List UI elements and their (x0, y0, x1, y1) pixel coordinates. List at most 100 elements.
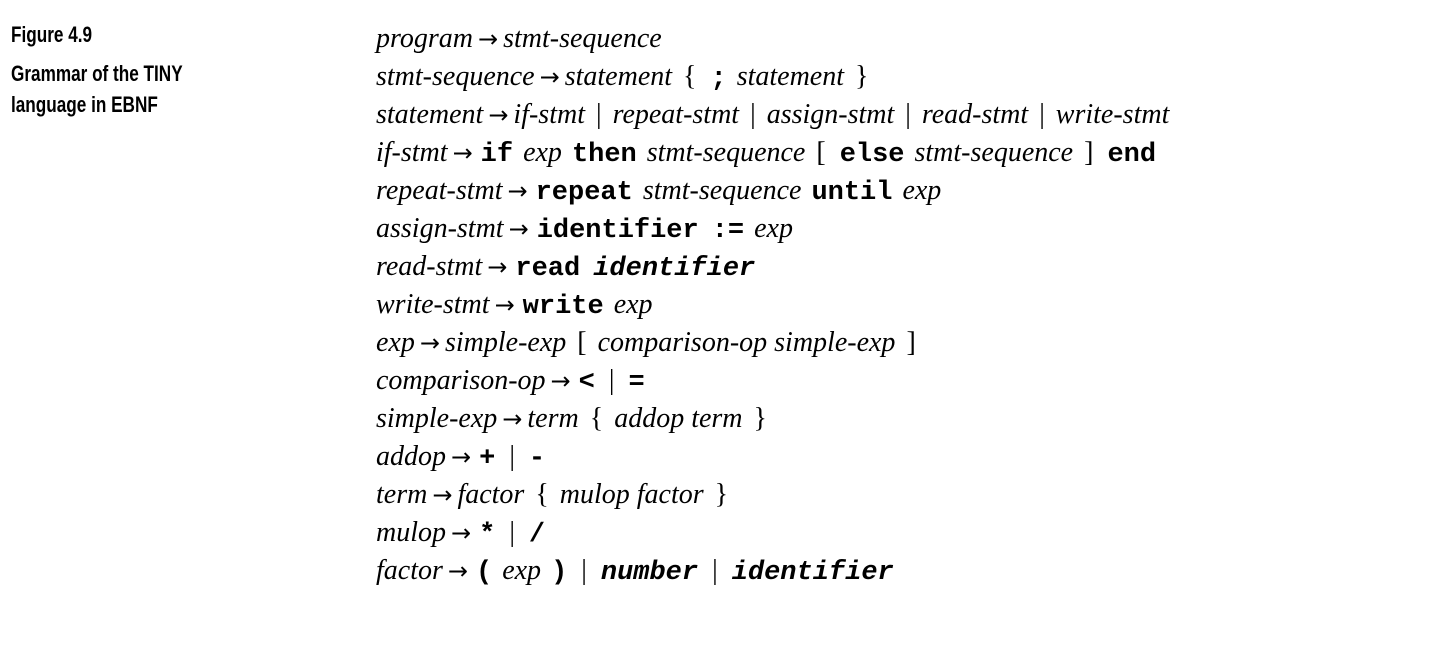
rule-lhs: comparison-op (376, 365, 546, 396)
nonterminal: addop (614, 403, 685, 434)
arrow-symbol: → (508, 215, 529, 243)
ebnf-meta-symbol: ] (1084, 137, 1094, 168)
terminal-token: until (811, 178, 893, 208)
nonterminal: simple-exp (444, 327, 567, 358)
ebnf-meta-symbol: } (753, 403, 767, 434)
nonterminal: mulop (559, 479, 630, 510)
terminal-token: end (1107, 140, 1157, 170)
ebnf-meta-symbol: [ (577, 327, 587, 358)
alternation-bar: | (750, 99, 756, 130)
caption-line: Grammar of the TINY (11, 61, 183, 86)
arrow-symbol: → (419, 329, 440, 357)
terminal-token: * (479, 520, 496, 550)
rule-lhs: term (376, 479, 428, 510)
nonterminal: simple-exp (774, 327, 896, 358)
arrow-symbol: → (451, 443, 472, 471)
grammar-rule: comparison-op→< | = (376, 362, 1436, 400)
rule-lhs: simple-exp (376, 403, 498, 434)
nonterminal: term (691, 403, 743, 434)
rule-lhs: statement (376, 99, 484, 130)
arrow-symbol: → (494, 291, 515, 319)
nonterminal: stmt-sequence (503, 23, 662, 54)
nonterminal: assign-stmt (766, 99, 895, 130)
ebnf-meta-symbol: { (683, 61, 697, 92)
grammar-listing: program→stmt-sequence stmt-sequence→stat… (376, 20, 1436, 590)
nonterminal: if-stmt (513, 99, 585, 130)
figure-label: Figure 4.9 (11, 22, 93, 47)
grammar-rule: if-stmt→if exp then stmt-sequence [ else… (376, 134, 1436, 172)
terminal-token: + (479, 444, 496, 474)
nonterminal: exp (523, 137, 562, 168)
nonterminal: factor (636, 479, 704, 510)
ebnf-meta-symbol: { (535, 479, 549, 510)
terminal-token: if (480, 140, 514, 170)
terminal-token: = (628, 368, 645, 398)
ebnf-meta-symbol: } (714, 479, 729, 510)
alternation-bar: | (905, 99, 911, 130)
grammar-rule: repeat-stmt→repeat stmt-sequence until e… (376, 172, 1436, 210)
arrow-symbol: → (488, 101, 509, 129)
alternation-bar: | (509, 517, 515, 548)
nonterminal: stmt-sequence (642, 175, 802, 206)
figure-caption: Figure 4.9 Grammar of the TINY language … (11, 20, 331, 120)
ebnf-meta-symbol: ] (906, 327, 916, 358)
alternation-bar: | (595, 99, 602, 130)
terminal-token: - (528, 444, 546, 474)
grammar-rule: assign-stmt→identifier := exp (376, 210, 1436, 248)
terminal-token: / (528, 520, 546, 550)
grammar-rule: exp→simple-exp [ comparison-op simple-ex… (376, 324, 1436, 362)
alternation-bar: | (581, 555, 587, 586)
terminal-token: < (578, 368, 595, 398)
nonterminal: factor (457, 479, 525, 510)
arrow-symbol: → (539, 63, 560, 91)
rule-lhs: repeat-stmt (376, 175, 503, 206)
terminal-token: ; (710, 64, 727, 94)
arrow-symbol: → (452, 139, 473, 167)
nonterminal: exp (613, 289, 653, 320)
alternation-bar: | (509, 441, 515, 472)
nonterminal: stmt-sequence (646, 137, 806, 168)
rule-lhs: exp (376, 327, 415, 358)
rule-lhs: program (376, 23, 473, 54)
rule-lhs: addop (376, 441, 446, 472)
rule-lhs: factor (376, 555, 443, 586)
terminal-token: ( (476, 558, 493, 588)
terminal-token: else (839, 140, 905, 170)
nonterminal: read-stmt (921, 99, 1029, 130)
nonterminal: repeat-stmt (612, 99, 740, 130)
terminal-token: repeat (535, 178, 633, 208)
terminal-token: write (522, 292, 604, 322)
rule-lhs: mulop (376, 517, 446, 548)
grammar-rule: program→stmt-sequence (376, 20, 1436, 58)
arrow-symbol: → (487, 253, 508, 281)
grammar-rule: read-stmt→read identifier (376, 248, 1436, 286)
arrow-symbol: → (447, 557, 468, 585)
grammar-rule: term→factor { mulop factor } (376, 476, 1436, 514)
terminal-token: then (571, 140, 637, 170)
nonterminal: exp (902, 175, 942, 206)
terminal-token: identifier (731, 558, 894, 588)
arrow-symbol: → (507, 177, 528, 205)
nonterminal: comparison-op (597, 327, 768, 358)
terminal-token: identifier (593, 254, 756, 284)
alternation-bar: | (712, 555, 718, 586)
ebnf-meta-symbol: [ (816, 137, 826, 168)
arrow-symbol: → (451, 519, 472, 547)
rule-lhs: stmt-sequence (376, 61, 535, 92)
terminal-token: := (711, 216, 745, 246)
ebnf-meta-symbol: } (855, 61, 869, 92)
grammar-rule: write-stmt→write exp (376, 286, 1436, 324)
nonterminal: write-stmt (1055, 99, 1170, 130)
caption-line: language in EBNF (11, 92, 158, 117)
ebnf-meta-symbol: { (589, 403, 604, 434)
grammar-rule: factor→( exp ) | number | identifier (376, 552, 1436, 590)
terminal-token: read (515, 254, 581, 284)
arrow-symbol: → (550, 367, 571, 395)
grammar-rule: stmt-sequence→statement { ; statement } (376, 58, 1436, 96)
arrow-symbol: → (477, 25, 499, 53)
nonterminal: exp (754, 213, 793, 244)
arrow-symbol: → (432, 481, 453, 509)
terminal-token: number (600, 558, 699, 588)
alternation-bar: | (1039, 99, 1045, 130)
rule-lhs: read-stmt (376, 251, 483, 282)
